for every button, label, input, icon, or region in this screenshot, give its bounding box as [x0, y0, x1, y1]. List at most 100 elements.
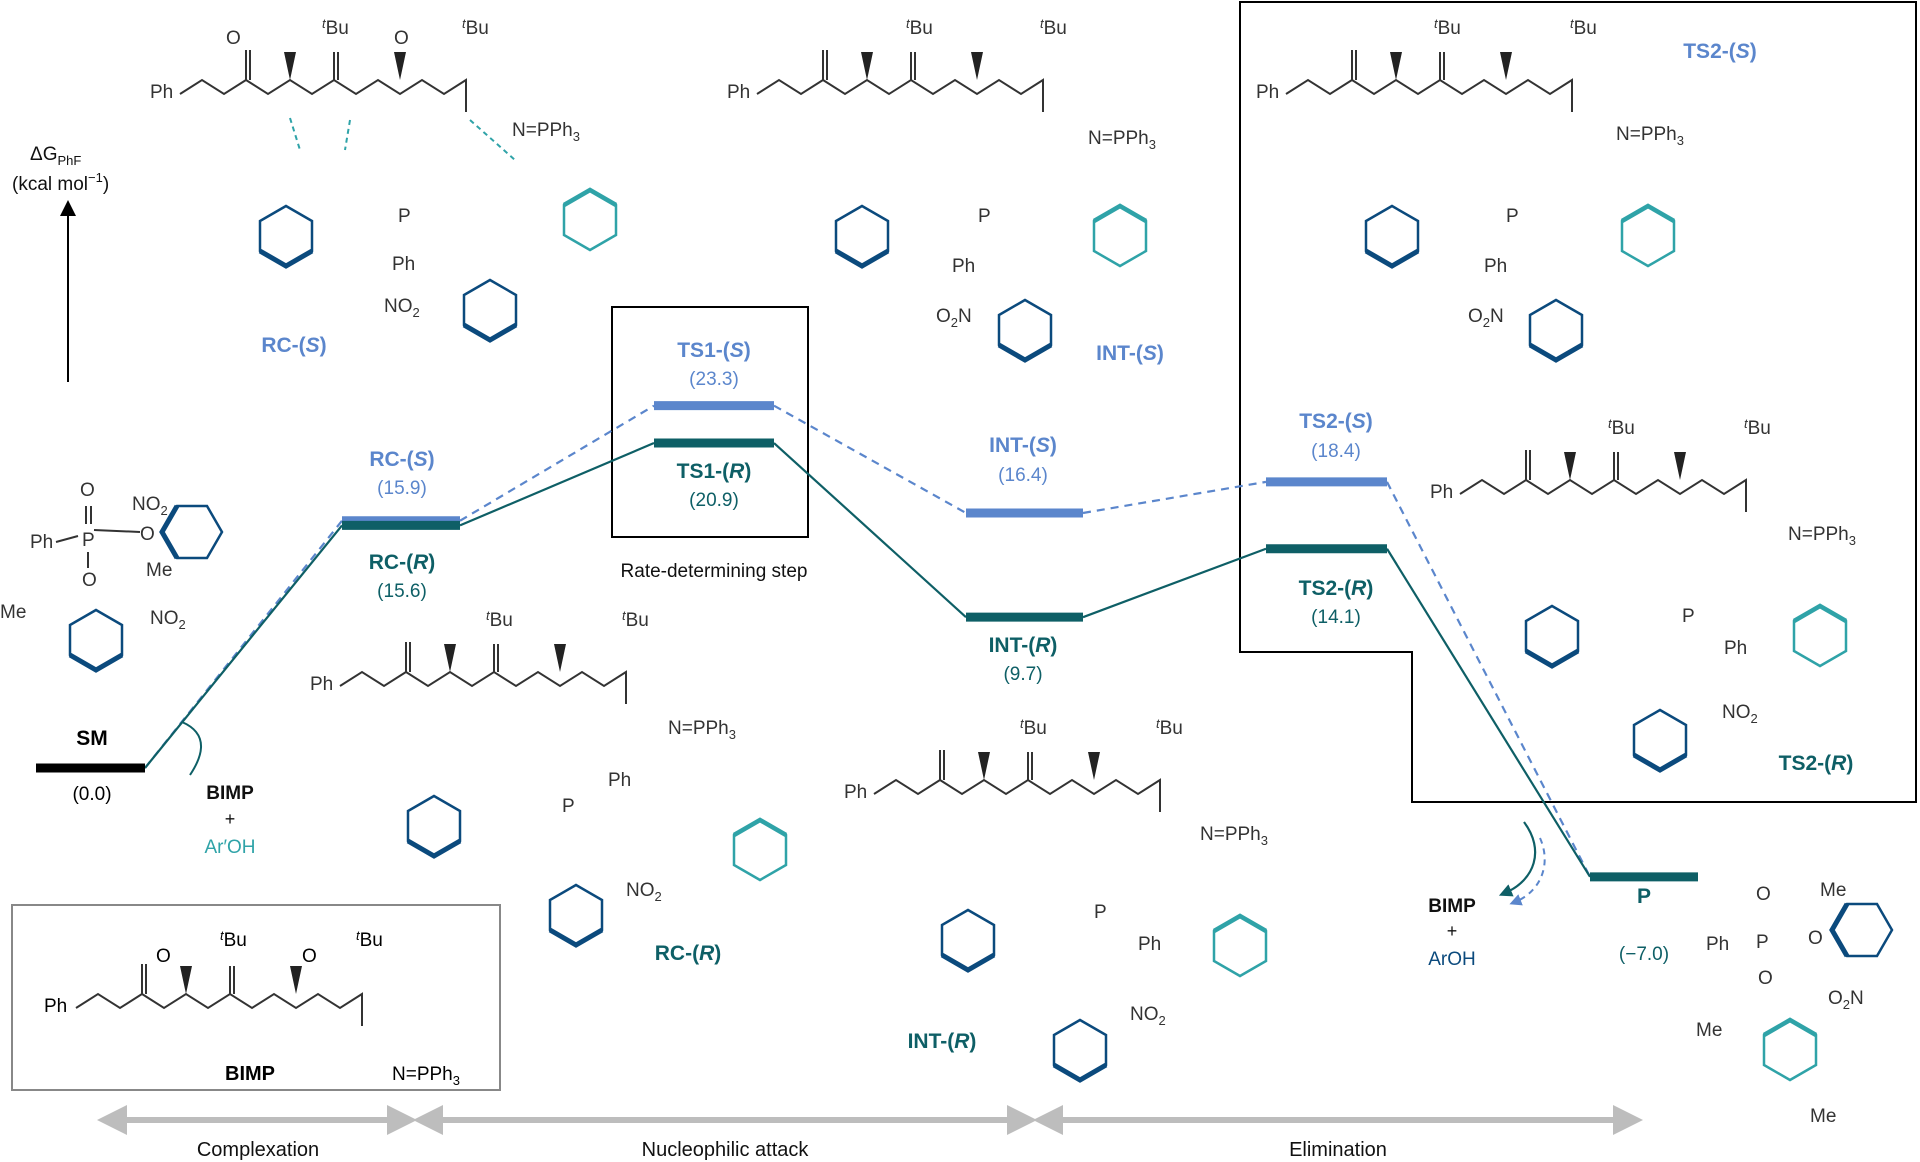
sm-me-1: Me — [146, 560, 172, 581]
int-s-p: P — [978, 206, 991, 227]
int-r-structure: Ph tBu tBu N=PPh3 P Ph NO2 INT-(R) — [844, 716, 1268, 1080]
rc-s-structure: Ph O O tBu tBu N=PPh3 P Ph NO2 RC-(S) — [150, 16, 616, 357]
p-me-2: Me — [1696, 1020, 1722, 1041]
sm-structure: Ph P O O O NO2 Me Me NO2 — [0, 480, 222, 670]
bimp-o2: O — [302, 946, 317, 967]
ts2-r-no2: NO2 — [1722, 702, 1758, 726]
ts2-r-tbu1: tBu — [1608, 416, 1635, 439]
bimp-ph: Ph — [44, 996, 67, 1017]
connector-r-0 — [144, 524, 343, 769]
bimp-entry-curve — [181, 721, 202, 776]
int-r-tbu2: tBu — [1156, 716, 1183, 739]
rc-s-p: P — [398, 206, 411, 227]
int-r-npph3: N=PPh3 — [1200, 824, 1268, 848]
ts2-r-struct-label: TS2-(R) — [1779, 752, 1854, 775]
int-r-label: INT-(R) — [989, 634, 1058, 657]
p-ph: Ph — [1706, 934, 1729, 955]
int-s-ph2: Ph — [952, 256, 975, 277]
ts2-r-label: TS2-(R) — [1299, 577, 1374, 600]
rc-s-value: (15.9) — [377, 478, 427, 499]
connector-s-1 — [459, 404, 655, 522]
bimp-o1: O — [156, 946, 171, 967]
bimp-legend-box — [11, 904, 501, 1091]
rc-r-structure: Ph tBu tBu N=PPh3 P Ph NO2 RC-(R) — [310, 608, 786, 965]
ts2-s-npph3: N=PPh3 — [1616, 124, 1684, 148]
ts1-s-value: (23.3) — [689, 369, 739, 390]
ts2-r-value: (14.1) — [1311, 607, 1361, 628]
rc-r-no2: NO2 — [626, 880, 662, 904]
bimp-legend-structure: Ph O O tBu tBu N=PPh3 BIMP — [44, 928, 460, 1088]
ts2-s-value: (18.4) — [1311, 441, 1361, 462]
rc-s-npph3: N=PPh3 — [512, 120, 580, 144]
rate-determining-box — [611, 306, 809, 538]
rate-determining-label: Rate-determining step — [621, 561, 808, 582]
connector-s-3 — [1082, 480, 1267, 515]
bimp-npph3: N=PPh3 — [392, 1064, 460, 1088]
sm-o-bottom: O — [82, 570, 97, 591]
int-r-ph: Ph — [844, 782, 867, 803]
state-labels: SM (0.0) RC-(S) (15.9) RC-(R) (15.6) TS1… — [72, 339, 1669, 965]
rc-s-o1: O — [226, 28, 241, 49]
ts2-s-p: P — [1506, 206, 1519, 227]
aroh-out-label: ArOH — [1428, 949, 1476, 970]
rc-r-tbu2: tBu — [622, 608, 649, 631]
phase-arrows: Complexation Nucleophilic attack Elimina… — [97, 1105, 1643, 1161]
p-me-1: Me — [1820, 880, 1846, 901]
sm-ph-text: Ph — [30, 532, 53, 553]
int-s-o2n: O2N — [936, 306, 972, 330]
rc-s-tbu1: tBu — [322, 16, 349, 39]
sm-label: SM — [76, 727, 108, 750]
pathway-connectors — [144, 404, 1591, 878]
p-structure: Ph P O O O Me O2N Me Me — [1696, 880, 1892, 1127]
sm-p-text: P — [82, 530, 95, 551]
int-s-label: INT-(S) — [989, 434, 1057, 457]
connector-r-1 — [459, 441, 655, 527]
int-s-npph3: N=PPh3 — [1088, 128, 1156, 152]
int-r-struct-label: INT-(R) — [908, 1030, 977, 1053]
int-s-tbu2: tBu — [1040, 16, 1067, 39]
bimp-box-label: BIMP — [225, 1063, 275, 1085]
axis-unit: (kcal mol−1) — [12, 170, 109, 195]
ts1-r-label: TS1-(R) — [677, 460, 752, 483]
phase-elimination: Elimination — [1289, 1139, 1387, 1161]
connector-s-4 — [1386, 481, 1591, 878]
connector-r-3 — [1082, 547, 1267, 619]
int-r-tbu1: tBu — [1020, 716, 1047, 739]
rc-r-ph: Ph — [310, 674, 333, 695]
reagent-annotations: BIMP + Ar′OH BIMP + ArOH — [181, 721, 1546, 970]
energy-levels — [36, 401, 1698, 882]
int-r-p: P — [1094, 902, 1107, 923]
p-o-right: O — [1808, 928, 1823, 949]
int-s-struct-label: INT-(S) — [1096, 342, 1164, 365]
p-o-top: O — [1756, 884, 1771, 905]
ts2-s-ph: Ph — [1256, 82, 1279, 103]
phase-complexation: Complexation — [197, 1139, 319, 1161]
int-r-ph2: Ph — [1138, 934, 1161, 955]
rc-s-o2n: NO2 — [384, 296, 420, 320]
int-s-ph: Ph — [727, 82, 750, 103]
ts1-s-label: TS1-(S) — [677, 339, 751, 362]
int-r-value: (9.7) — [1003, 664, 1042, 685]
sm-o-right: O — [140, 524, 155, 545]
p-no2: O2N — [1828, 988, 1864, 1012]
plus-in: + — [225, 809, 236, 829]
ts2-s-struct-label: TS2-(S) — [1683, 40, 1757, 63]
rc-s-o2: O — [394, 28, 409, 49]
p-me-3: Me — [1810, 1106, 1836, 1127]
sm-no2-top: NO2 — [132, 494, 168, 518]
connector-r-2 — [773, 442, 967, 618]
p-p: P — [1756, 932, 1769, 953]
ts2-r-ph2: Ph — [1724, 638, 1747, 659]
rc-s-ph2: Ph — [392, 254, 415, 275]
ts2-s-structure: Ph tBu tBu N=PPh3 P Ph O2N TS2-(S) — [1256, 16, 1757, 360]
bimp-in-label: BIMP — [206, 783, 254, 804]
sm-o-top: O — [80, 480, 95, 501]
bimp-tbu2: tBu — [356, 928, 383, 951]
ts2-s-tbu1: tBu — [1434, 16, 1461, 39]
rc-s-ph: Ph — [150, 82, 173, 103]
ts2-s-tbu2: tBu — [1570, 16, 1597, 39]
int-s-value: (16.4) — [998, 465, 1048, 486]
ts1-r-value: (20.9) — [689, 490, 739, 511]
p-label: P — [1637, 885, 1651, 908]
